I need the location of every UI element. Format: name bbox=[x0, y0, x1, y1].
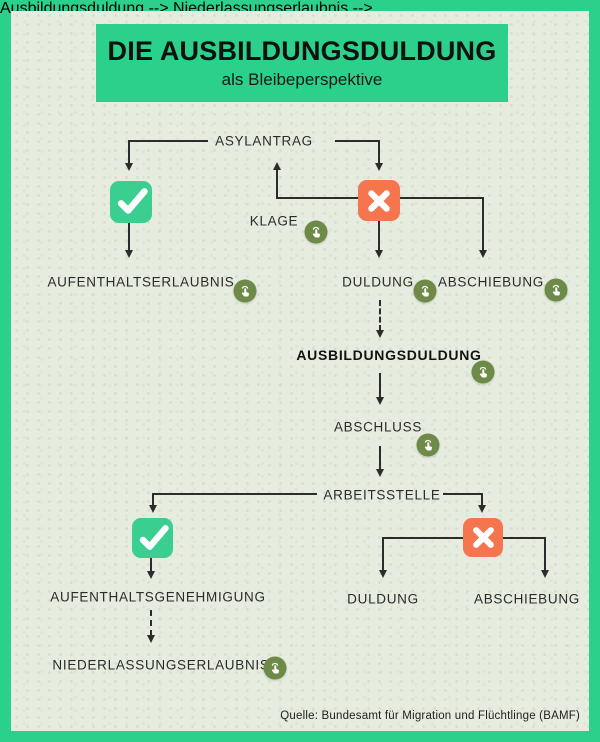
arrowhead bbox=[124, 250, 133, 258]
flow-line bbox=[481, 493, 483, 506]
abschiebung-top-hotspot[interactable] bbox=[544, 278, 568, 302]
arrowhead bbox=[124, 163, 133, 171]
arrowhead bbox=[375, 330, 384, 338]
flow-line bbox=[277, 197, 358, 199]
checkmark-icon bbox=[117, 188, 148, 214]
tap-click-icon bbox=[271, 662, 279, 674]
klage-hotspot[interactable] bbox=[304, 220, 328, 244]
tap-click-icon bbox=[552, 284, 560, 296]
node-arbeitsstelle: ARBEITSSTELLE bbox=[323, 487, 441, 503]
node-klage: KLAGE bbox=[249, 213, 299, 229]
node-niederlassungserlaubnis: NIEDERLASSUNGSERLAUBNIS bbox=[52, 657, 270, 673]
flow-line bbox=[128, 223, 130, 251]
flow-line-dashed bbox=[150, 610, 152, 636]
rejected-badge-bottom bbox=[463, 518, 503, 557]
flow-line bbox=[335, 140, 380, 142]
flow-line bbox=[378, 221, 380, 251]
node-abschiebung-top: ABSCHIEBUNG bbox=[438, 274, 544, 290]
page-subtitle: als Bleibeperspektive bbox=[221, 70, 383, 89]
flow-line bbox=[503, 537, 546, 539]
title-banner: DIE AUSBILDUNGSDULDUNG als Bleibeperspek… bbox=[96, 24, 508, 102]
flow-line bbox=[379, 373, 381, 398]
tap-click-icon bbox=[421, 285, 429, 297]
abschluss-hotspot[interactable] bbox=[416, 433, 440, 457]
arrowhead bbox=[375, 397, 384, 405]
aufenthaltserlaubnis-hotspot[interactable] bbox=[233, 279, 257, 303]
tap-click-icon bbox=[479, 366, 487, 378]
arrowhead bbox=[272, 162, 281, 170]
flow-line bbox=[276, 170, 278, 199]
arrowhead bbox=[146, 635, 155, 643]
approved-badge-bottom bbox=[132, 518, 173, 558]
flow-line bbox=[482, 197, 484, 251]
paper-background bbox=[11, 11, 589, 731]
duldung-top-hotspot[interactable] bbox=[413, 279, 437, 303]
arrowhead bbox=[477, 505, 486, 513]
arrowhead bbox=[374, 163, 383, 171]
node-aufenthaltserlaubnis: AUFENTHALTSERLAUBNIS bbox=[47, 274, 235, 290]
arrowhead bbox=[540, 570, 549, 578]
node-asylantrag: ASYLANTRAG bbox=[215, 133, 313, 149]
checkmark-icon bbox=[139, 524, 169, 550]
niederlassungserlaubnis-hotspot[interactable] bbox=[263, 656, 287, 680]
node-ausbildungsduldung: AUSBILDUNGSDULDUNG bbox=[296, 347, 482, 363]
flow-line bbox=[443, 493, 483, 495]
flow-line bbox=[150, 558, 152, 572]
flow-line bbox=[382, 537, 384, 571]
flow-line bbox=[544, 537, 546, 571]
node-aufenthaltsgenehmigung: AUFENTHALTSGENEHMIGUNG bbox=[50, 589, 266, 605]
arrowhead bbox=[374, 250, 383, 258]
tap-click-icon bbox=[241, 285, 249, 297]
arrowhead bbox=[148, 505, 157, 513]
cross-icon bbox=[368, 189, 390, 212]
flow-line bbox=[152, 493, 154, 506]
page-title: DIE AUSBILDUNGSDULDUNG bbox=[107, 36, 497, 66]
flow-line bbox=[378, 140, 380, 164]
node-abschluss: ABSCHLUSS bbox=[333, 419, 423, 435]
arrowhead bbox=[375, 469, 384, 477]
flow-line bbox=[128, 140, 130, 164]
rejected-badge-top bbox=[358, 180, 400, 221]
node-abschiebung-bottom: ABSCHIEBUNG bbox=[474, 591, 580, 607]
ausbildungsduldung-hotspot[interactable] bbox=[471, 360, 495, 384]
arrowhead bbox=[146, 571, 155, 579]
flow-line-dashed bbox=[379, 300, 381, 331]
tap-click-icon bbox=[424, 439, 432, 451]
node-duldung-bottom: DULDUNG bbox=[347, 591, 419, 607]
tap-click-icon bbox=[312, 226, 320, 238]
node-duldung-top: DULDUNG bbox=[342, 274, 414, 290]
flow-line bbox=[379, 446, 381, 470]
source-credit: Quelle: Bundesamt für Migration und Flüc… bbox=[280, 710, 580, 722]
cross-icon bbox=[472, 527, 494, 548]
arrowhead bbox=[378, 570, 387, 578]
flow-line bbox=[383, 537, 463, 539]
flow-line bbox=[152, 493, 317, 495]
approved-badge-top bbox=[110, 181, 152, 223]
arrowhead bbox=[478, 250, 487, 258]
flow-line bbox=[400, 197, 484, 199]
flow-line bbox=[128, 140, 208, 142]
